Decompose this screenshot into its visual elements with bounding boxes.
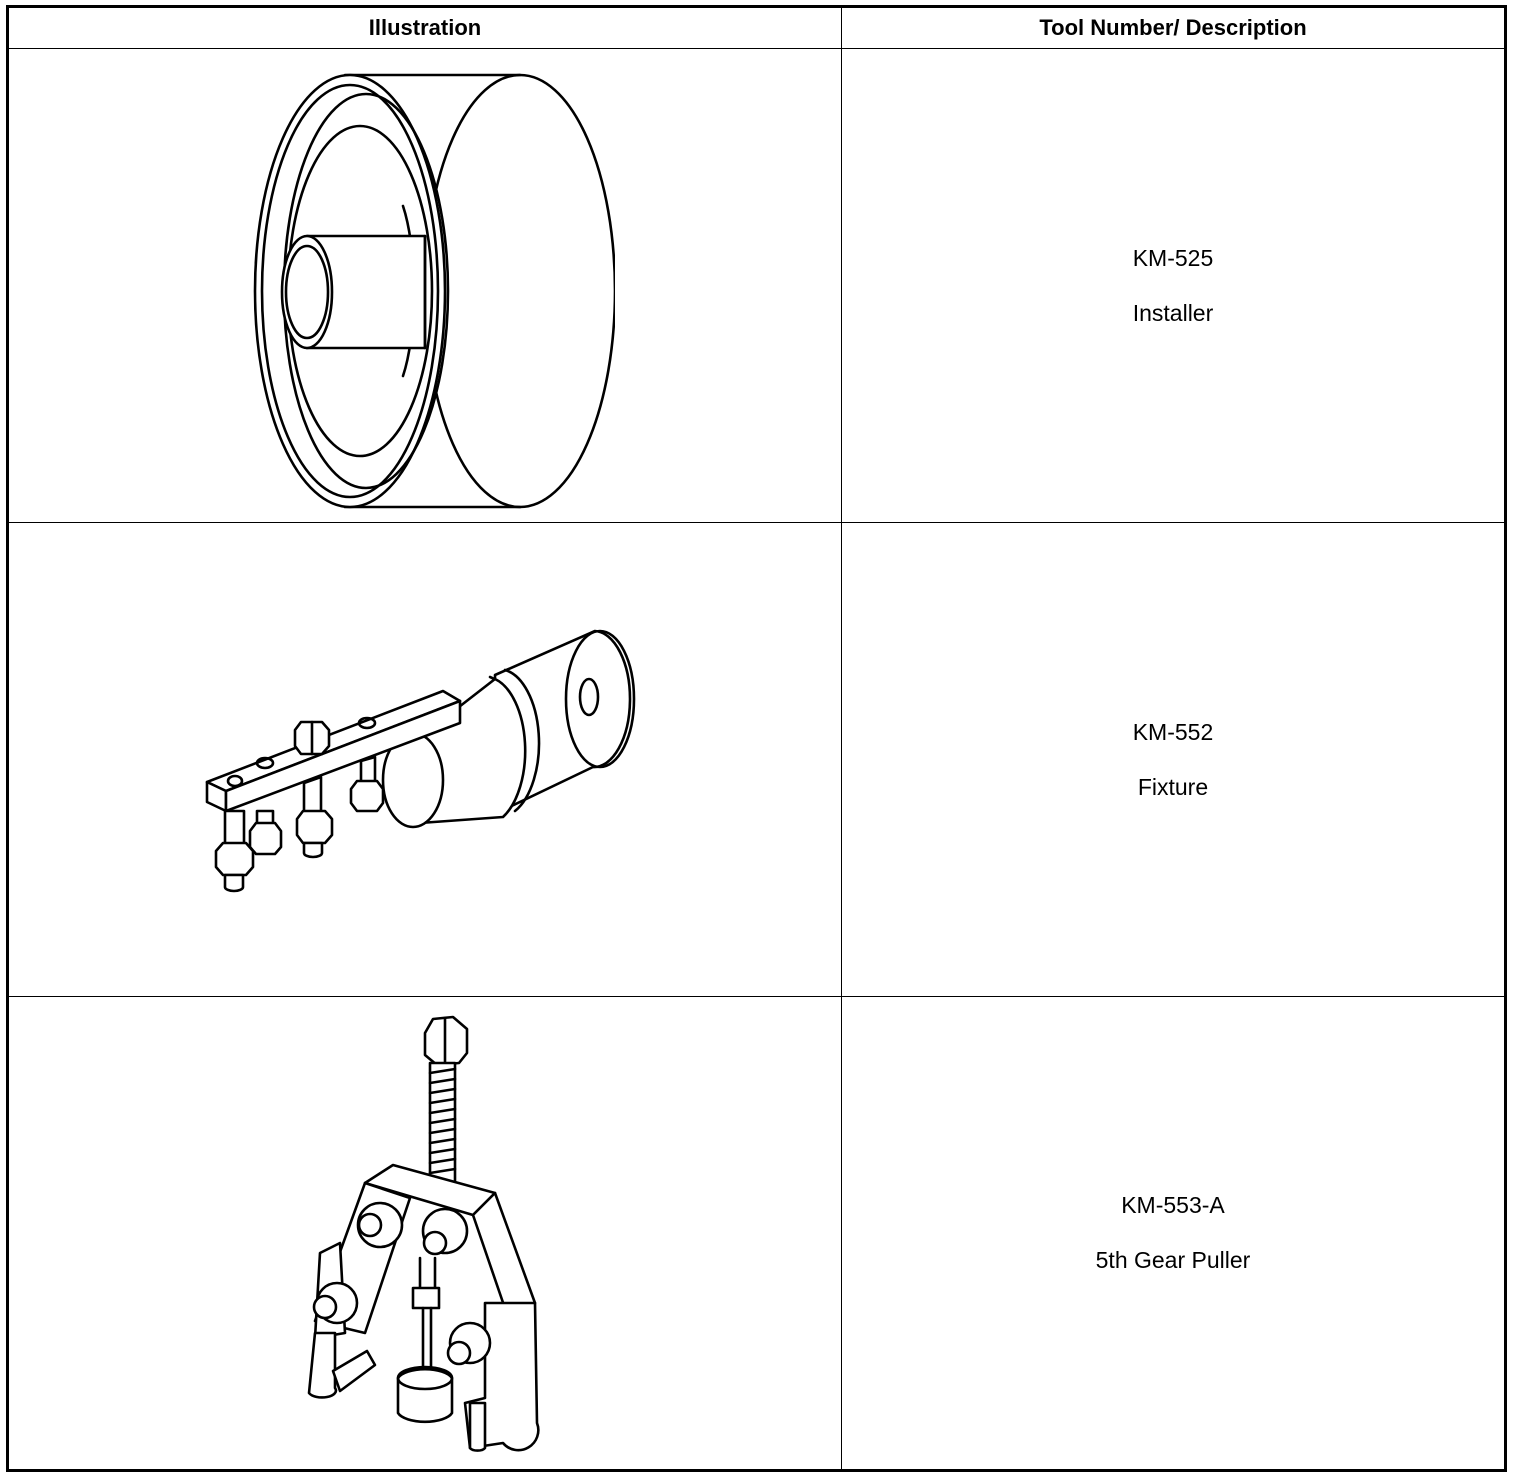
description-cell: KM-525 Installer [841,48,1506,523]
tool-description: Fixture [1137,773,1209,800]
tool-description: 5th Gear Puller [1095,1247,1251,1273]
header-illustration: Illustration [7,6,842,49]
header-tool-description: Tool Number/ Description [841,6,1506,49]
table-row: KM-525 Installer [7,48,1506,523]
header-row: Illustration Tool Number/ Description [7,6,1506,49]
tool-table: Illustration Tool Number/ Description [6,5,1507,1472]
illustration-cell [7,522,842,997]
tool-number: KM-553-A [1121,1192,1225,1218]
tool-number: KM-552 [1132,718,1214,745]
description-cell: KM-553-A 5th Gear Puller [841,996,1506,1471]
installer-icon [253,73,615,508]
table-row: KM-552 Fixture [7,522,1506,997]
description-cell: KM-552 Fixture [841,522,1506,997]
table-row: KM-553-A 5th Gear Puller [7,996,1506,1471]
tool-number: KM-525 [1132,244,1214,271]
illustration-cell [7,48,842,523]
fixture-icon [205,629,636,892]
illustration-cell [7,996,842,1471]
gear-puller-icon [307,1015,540,1452]
tool-description: Installer [1132,299,1214,326]
